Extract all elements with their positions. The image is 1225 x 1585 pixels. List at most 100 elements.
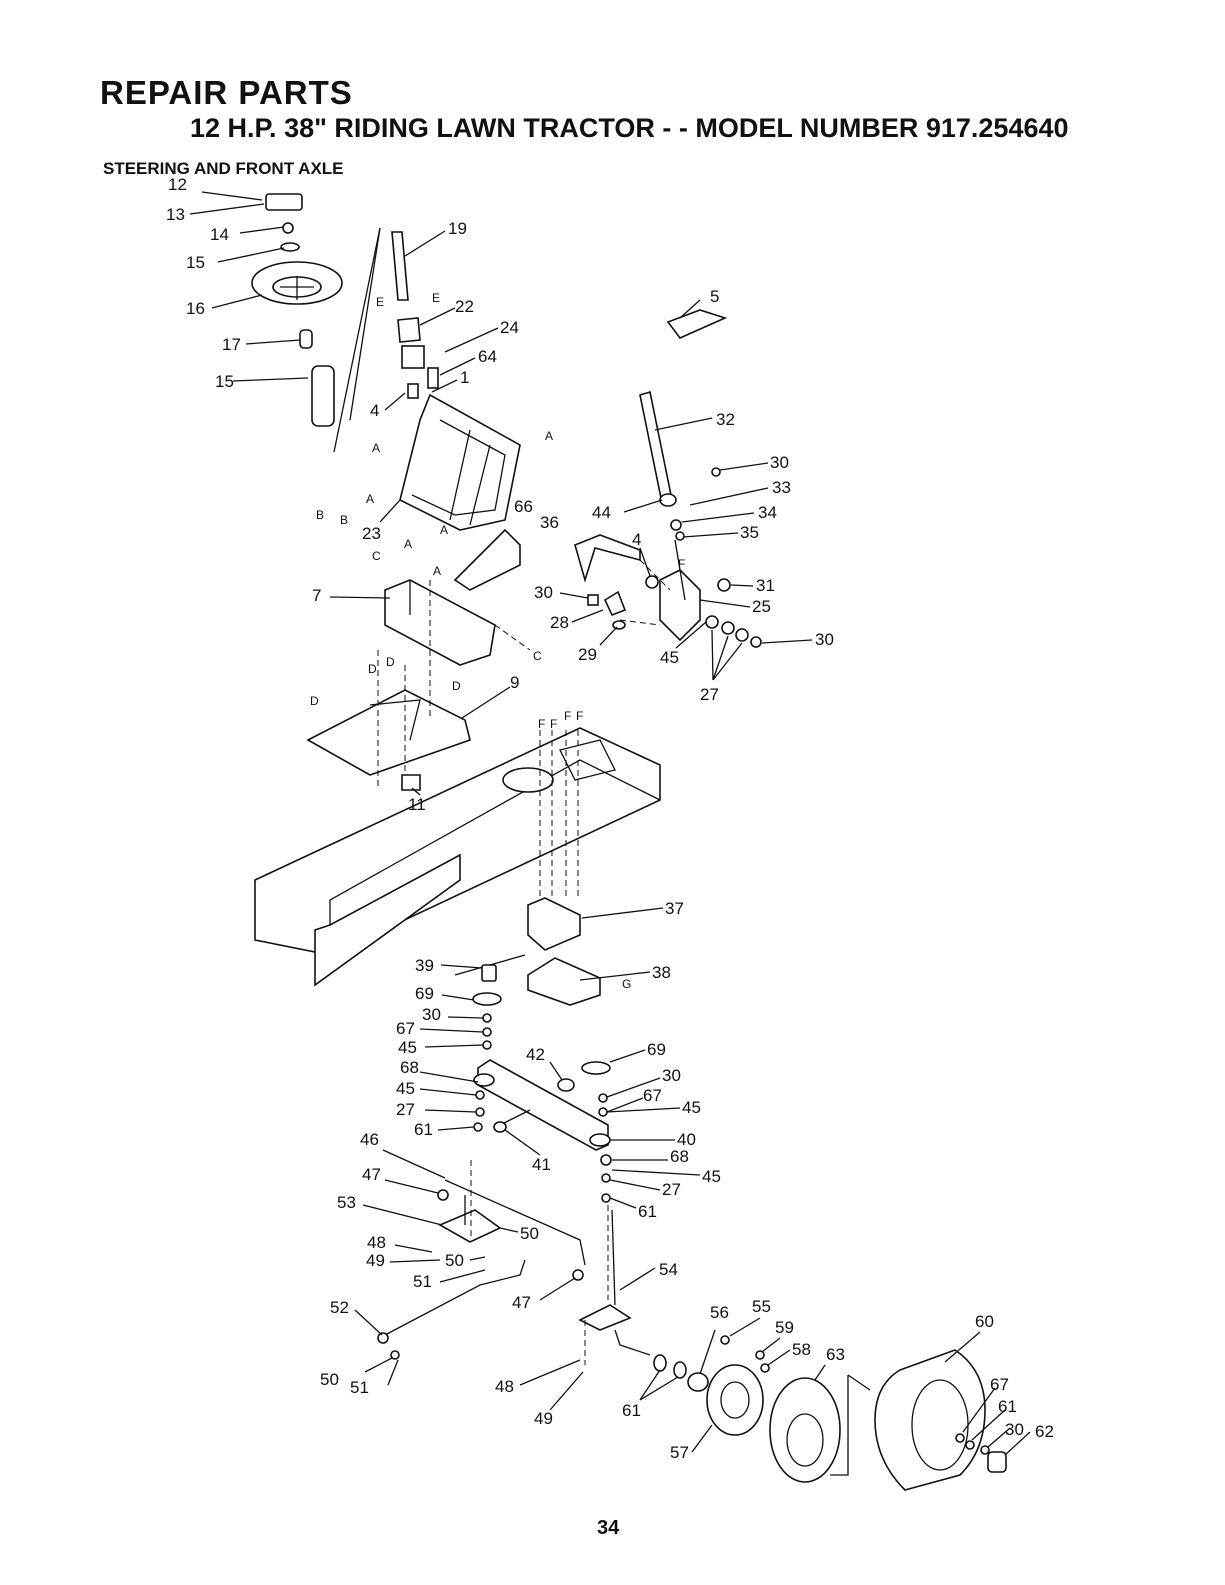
reference-letters: E E A A A A A A B B C C D D D D F F F F … <box>310 291 685 991</box>
callout-17: 17 <box>222 335 241 354</box>
callout-7: 7 <box>312 586 321 605</box>
callout-27a: 27 <box>700 685 719 704</box>
callout-54: 54 <box>659 1260 678 1279</box>
callout-50b: 50 <box>445 1251 464 1270</box>
callout-36: 36 <box>540 513 559 532</box>
steering-bracket <box>384 579 531 666</box>
callout-33: 33 <box>772 478 791 497</box>
callout-56: 56 <box>710 1303 729 1322</box>
callout-22: 22 <box>455 297 474 316</box>
ref-letter: B <box>340 513 348 527</box>
steering-shaft <box>391 231 439 399</box>
callout-30c: 30 <box>534 583 553 602</box>
callout-28: 28 <box>550 613 569 632</box>
callout-61a: 61 <box>414 1120 433 1139</box>
callout-49b: 49 <box>534 1409 553 1428</box>
callout-49a: 49 <box>366 1251 385 1270</box>
mounting-plate <box>306 580 471 791</box>
callout-69a: 69 <box>415 984 434 1003</box>
ref-letter: D <box>386 655 395 669</box>
callout-53: 53 <box>337 1193 356 1212</box>
callout-62: 62 <box>1035 1422 1054 1441</box>
callout-40: 40 <box>677 1130 696 1149</box>
ref-letter: A <box>545 429 553 443</box>
ref-letter: D <box>452 679 461 693</box>
callout-67a: 67 <box>396 1019 415 1038</box>
callout-24: 24 <box>500 318 519 337</box>
callout-31: 31 <box>756 576 775 595</box>
callout-67b: 67 <box>643 1086 662 1105</box>
front-axle <box>472 992 612 1203</box>
callout-45d: 45 <box>682 1098 701 1117</box>
callout-61c: 61 <box>622 1401 641 1420</box>
ref-letter: C <box>372 549 381 563</box>
callout-11: 11 <box>408 795 426 814</box>
ref-letter: D <box>368 662 377 676</box>
dash-housing <box>399 393 521 591</box>
steering-gear-assembly <box>574 309 762 648</box>
callout-14: 14 <box>210 225 229 244</box>
callout-15: 15 <box>186 253 205 272</box>
steering-wheel-assembly <box>251 193 381 453</box>
ref-letter: B <box>316 508 324 522</box>
tractor-frame <box>254 727 661 987</box>
callout-44: 44 <box>592 503 611 522</box>
callout-61b: 61 <box>638 1202 657 1221</box>
callout-1: 1 <box>460 368 469 387</box>
axle-support <box>454 897 601 1006</box>
callout-69b: 69 <box>647 1040 666 1059</box>
callout-4b: 4 <box>632 530 641 549</box>
callout-52: 52 <box>330 1298 349 1317</box>
callout-30d: 30 <box>422 1005 441 1024</box>
callout-5: 5 <box>710 287 719 306</box>
callout-32: 32 <box>716 410 735 429</box>
ref-letter: F <box>564 709 571 723</box>
ref-letter: C <box>533 649 542 663</box>
callout-34: 34 <box>758 503 777 522</box>
callout-45e: 45 <box>702 1167 721 1186</box>
callout-23: 23 <box>362 524 381 543</box>
callout-48a: 48 <box>367 1233 386 1252</box>
ref-letter: D <box>310 694 319 708</box>
callout-58: 58 <box>792 1340 811 1359</box>
ref-letter: F <box>678 557 685 571</box>
callout-27b: 27 <box>396 1100 415 1119</box>
ref-letter: F <box>538 717 545 731</box>
spindle <box>578 1209 651 1365</box>
ref-letter: F <box>576 709 583 723</box>
callout-59: 59 <box>775 1318 794 1337</box>
callout-42: 42 <box>526 1045 545 1064</box>
callout-68a: 68 <box>400 1058 419 1077</box>
callout-13: 13 <box>166 205 185 224</box>
callout-50a: 50 <box>520 1224 539 1243</box>
callout-35: 35 <box>740 523 759 542</box>
model-line: 12 H.P. 38" RIDING LAWN TRACTOR - - MODE… <box>190 113 1069 143</box>
callout-38: 38 <box>652 963 671 982</box>
diagram-title: STEERING AND FRONT AXLE <box>103 159 344 178</box>
callout-68b: 68 <box>670 1147 689 1166</box>
leader-lines <box>189 191 1031 1456</box>
tie-rods <box>377 1160 609 1360</box>
callout-45b: 45 <box>398 1038 417 1057</box>
callout-12: 12 <box>168 175 187 194</box>
callout-39: 39 <box>415 956 434 975</box>
callout-25: 25 <box>752 597 771 616</box>
callout-51a: 51 <box>413 1272 432 1291</box>
callout-37: 37 <box>665 899 684 918</box>
callout-55: 55 <box>752 1297 771 1316</box>
callout-19: 19 <box>448 219 467 238</box>
callout-30b: 30 <box>815 630 834 649</box>
callout-50c: 50 <box>320 1370 339 1389</box>
callout-57: 57 <box>670 1443 689 1462</box>
callout-47b: 47 <box>512 1293 531 1312</box>
ref-letter: A <box>372 441 380 455</box>
callout-30e: 30 <box>662 1066 681 1085</box>
callout-41: 41 <box>532 1155 551 1174</box>
callout-46: 46 <box>360 1130 379 1149</box>
callout-60: 60 <box>975 1312 994 1331</box>
callout-45c: 45 <box>396 1079 415 1098</box>
callout-63: 63 <box>826 1345 845 1364</box>
front-wheel <box>653 1335 1007 1491</box>
callout-30a: 30 <box>770 453 789 472</box>
